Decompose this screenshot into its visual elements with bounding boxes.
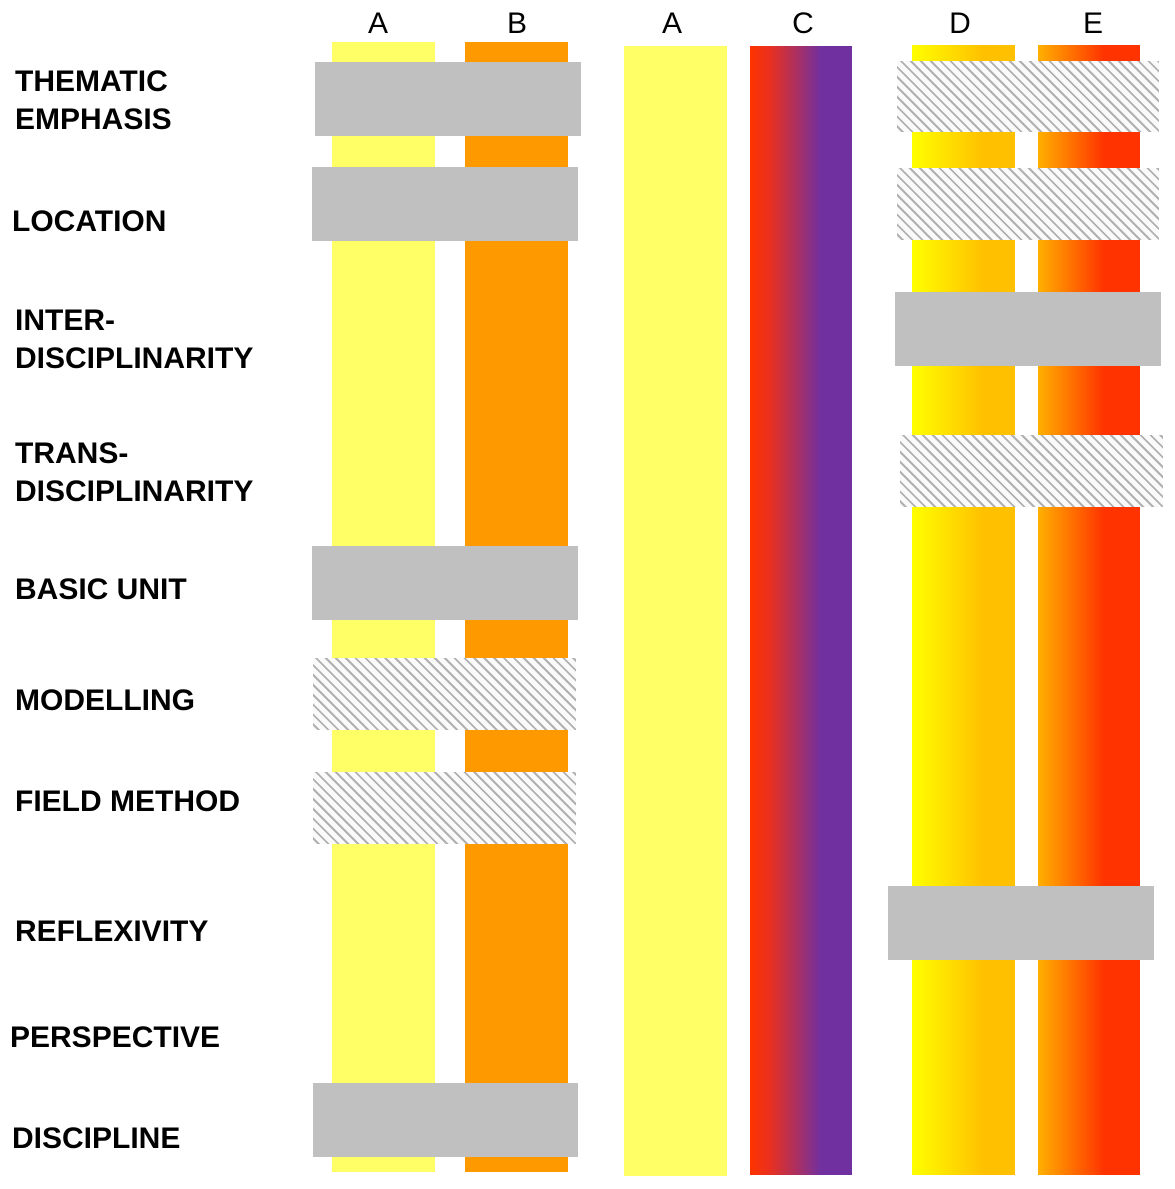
row-label-field-method: FIELD METHOD xyxy=(15,785,240,818)
bar-c xyxy=(750,46,852,1175)
overlay-hatched xyxy=(900,435,1163,507)
row-label-transdisciplinarity: TRANS- DISCIPLINARITY xyxy=(15,435,253,511)
overlay-solid xyxy=(315,62,581,136)
label-line: TRANS- xyxy=(15,437,129,470)
row-label-discipline: DISCIPLINE xyxy=(12,1122,181,1155)
column-header-d: D xyxy=(949,7,971,40)
column-header-a1: A xyxy=(367,7,388,40)
row-label-thematic-emphasis: THEMATIC EMPHASIS xyxy=(15,63,172,139)
column-header-e: E xyxy=(1082,7,1103,40)
label-line: DISCIPLINARITY xyxy=(15,475,254,508)
overlay-hatched xyxy=(313,772,576,844)
column-header-b: B xyxy=(506,7,527,40)
row-label-reflexivity: REFLEXIVITY xyxy=(15,915,209,948)
overlay-solid xyxy=(312,546,578,620)
row-label-interdisciplinarity: INTER- DISCIPLINARITY xyxy=(15,302,253,378)
overlay-hatched xyxy=(313,658,576,730)
label-line: DISCIPLINARITY xyxy=(15,342,254,375)
label-line: EMPHASIS xyxy=(15,103,172,136)
label-line: THEMATIC xyxy=(15,65,168,98)
row-label-location: LOCATION xyxy=(12,205,167,238)
column-header-c: C xyxy=(792,7,814,40)
row-label-modelling: MODELLING xyxy=(15,684,195,717)
overlay-hatched xyxy=(897,168,1159,240)
overlay-hatched xyxy=(897,61,1159,132)
overlay-solid xyxy=(895,292,1161,366)
column-header-a2: A xyxy=(661,7,682,40)
row-label-basic-unit: BASIC UNIT xyxy=(15,573,187,606)
overlay-solid xyxy=(313,1083,578,1157)
row-label-perspective: PERSPECTIVE xyxy=(10,1021,221,1054)
overlay-solid xyxy=(312,167,578,241)
overlay-solid xyxy=(888,886,1154,960)
bar-a2 xyxy=(624,46,727,1176)
label-line: INTER- xyxy=(15,304,115,337)
